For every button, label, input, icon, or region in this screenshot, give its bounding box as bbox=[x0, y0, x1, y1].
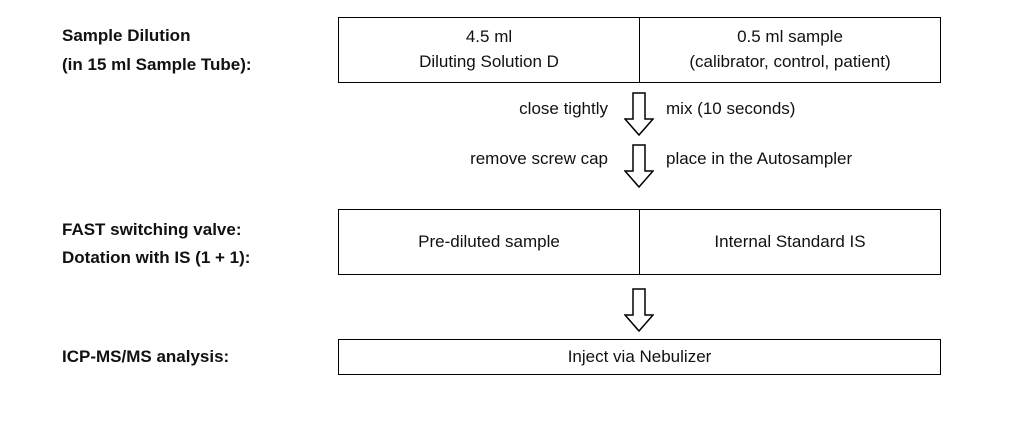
sample-dilution-box: 4.5 ml Diluting Solution D 0.5 ml sample… bbox=[338, 17, 941, 83]
diluting-solution-cell: 4.5 ml Diluting Solution D bbox=[339, 18, 639, 82]
prediluted-text: Pre-diluted sample bbox=[418, 231, 560, 251]
diluting-volume-text: 4.5 ml bbox=[465, 27, 513, 47]
internal-standard-cell: Internal Standard IS bbox=[639, 210, 940, 274]
fast-valve-label: FAST switching valve: bbox=[62, 220, 242, 239]
remove-cap-text: remove screw cap bbox=[470, 149, 608, 168]
sample-volume-cell: 0.5 ml sample (calibrator, control, pati… bbox=[639, 18, 940, 82]
analysis-label: ICP-MS/MS analysis: bbox=[62, 347, 230, 366]
sample-dilution-label: Sample Dilution bbox=[62, 26, 191, 45]
down-arrow-icon bbox=[624, 144, 654, 188]
internal-standard-text: Internal Standard IS bbox=[714, 231, 866, 251]
down-arrow-icon bbox=[624, 288, 654, 332]
fast-valve-box: Pre-diluted sample Internal Standard IS bbox=[338, 209, 941, 275]
nebulizer-box: Inject via Nebulizer bbox=[338, 339, 941, 375]
inject-text: Inject via Nebulizer bbox=[567, 346, 712, 366]
nebulizer-cell: Inject via Nebulizer bbox=[339, 340, 940, 374]
sample-volume-text: 0.5 ml sample bbox=[737, 27, 843, 47]
sample-dilution-sublabel: (in 15 ml Sample Tube): bbox=[62, 55, 252, 74]
autosampler-text: place in the Autosampler bbox=[666, 149, 853, 168]
diluting-solution-text: Diluting Solution D bbox=[419, 52, 559, 71]
close-tightly-text: close tightly bbox=[519, 99, 608, 118]
dotation-label: Dotation with IS (1 + 1): bbox=[62, 248, 251, 267]
prediluted-cell: Pre-diluted sample bbox=[339, 210, 639, 274]
mix-text: mix (10 seconds) bbox=[666, 99, 796, 118]
sample-types-text: (calibrator, control, patient) bbox=[689, 52, 891, 71]
down-arrow-icon bbox=[624, 92, 654, 136]
